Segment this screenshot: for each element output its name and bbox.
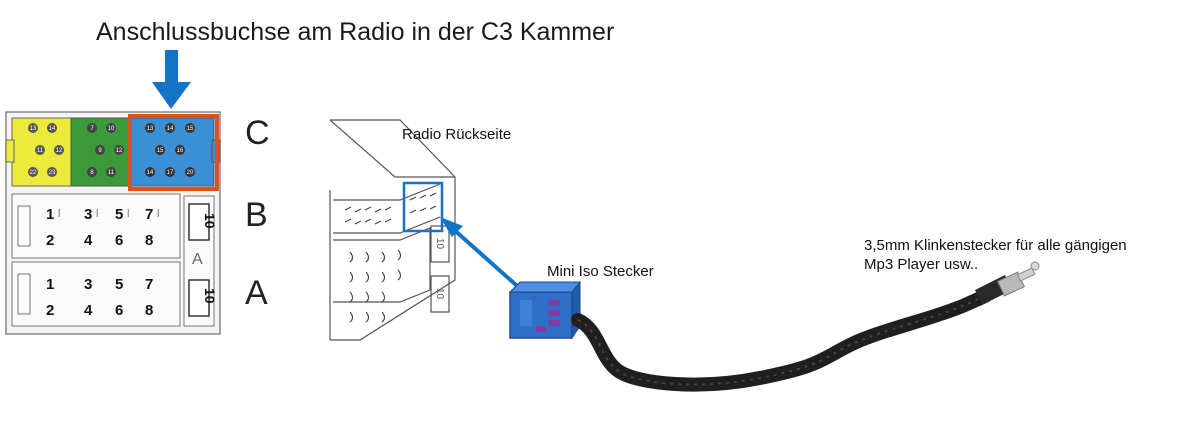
pin-label: 22 <box>30 170 37 176</box>
pin-label: 7 <box>90 126 94 132</box>
radio-side-number-upper: 10 <box>434 238 445 250</box>
pin-label: 23 <box>49 170 56 176</box>
pin-label: 6 <box>115 232 123 249</box>
radio-c3-highlight <box>402 181 444 233</box>
pin-label: 2 <box>46 302 54 319</box>
pin-label: 17 <box>167 170 174 176</box>
pin-label: 2 <box>46 232 54 249</box>
pin-label: 20 <box>187 170 194 176</box>
pin-label: 14 <box>147 170 154 176</box>
radio-back-drawing <box>329 119 456 341</box>
pin-label: 10 <box>108 126 115 132</box>
pin-label: 12 <box>116 148 123 154</box>
c3-highlight-frame <box>128 114 219 191</box>
pin-label: 12 <box>56 148 63 154</box>
radio-side-number-lower: 10 <box>434 288 445 300</box>
side-label-a: A <box>192 251 203 268</box>
pin-label: 15 <box>157 148 164 154</box>
diagonal-arrow-icon <box>440 217 527 295</box>
pin-label: 13 <box>147 126 154 132</box>
pin-label: 11 <box>108 170 115 176</box>
row-label-c: C <box>245 114 270 152</box>
row-label-b: B <box>245 196 268 234</box>
pin-label: 8 <box>145 232 153 249</box>
pin-label: 6 <box>115 302 123 319</box>
jack-label-line2: Mp3 Player usw.. <box>864 256 979 273</box>
pin-label: 7 <box>145 276 153 293</box>
side-number-a: 10 <box>202 288 218 304</box>
pin-label: 3 <box>84 206 92 223</box>
pin-label: 8 <box>145 302 153 319</box>
side-number-b: 10 <box>202 213 218 229</box>
pin-label: 11 <box>37 148 44 154</box>
svg-text:l: l <box>96 208 98 220</box>
pin-label: 16 <box>177 148 184 154</box>
diagram-title: Anschlussbuchse am Radio in der C3 Kamme… <box>96 18 615 46</box>
pin-label: 4 <box>84 232 93 249</box>
pin-label: 5 <box>115 276 123 293</box>
pin-label: 8 <box>90 170 94 176</box>
svg-text:l: l <box>58 208 60 220</box>
jack-label-line1: 3,5mm Klinkenstecker für alle gängigen <box>864 237 1127 254</box>
svg-text:l: l <box>157 208 159 220</box>
pin-label: 14 <box>49 126 56 132</box>
block-a: 1 3 5 7 2 4 6 8 <box>11 261 181 327</box>
pin-label: 7 <box>145 206 153 223</box>
pin-label: 13 <box>30 126 37 132</box>
mini-iso-label: Mini Iso Stecker <box>547 263 654 280</box>
row-label-a: A <box>245 274 268 312</box>
pin-label: 1 <box>46 276 54 293</box>
pin-label: 9 <box>98 148 102 154</box>
audio-cable <box>571 289 992 392</box>
iso-connector-plate: 13 14 11 12 22 23 7 10 9 12 8 11 13 14 1… <box>5 111 221 335</box>
audio-jack-plug <box>975 261 1040 305</box>
radio-back-label: Radio Rückseite <box>402 126 512 143</box>
mini-iso-plug <box>508 280 582 340</box>
pin-label: 5 <box>115 206 123 223</box>
block-b: 1 3 5 7 2 4 6 8 l l l l <box>11 193 181 259</box>
svg-text:l: l <box>127 208 129 220</box>
pin-label: 1 <box>46 206 54 223</box>
down-arrow-icon <box>152 50 191 109</box>
pin-label: 3 <box>84 276 92 293</box>
pin-label: 4 <box>84 302 93 319</box>
pin-label: 14 <box>167 126 174 132</box>
pin-label: 15 <box>187 126 194 132</box>
